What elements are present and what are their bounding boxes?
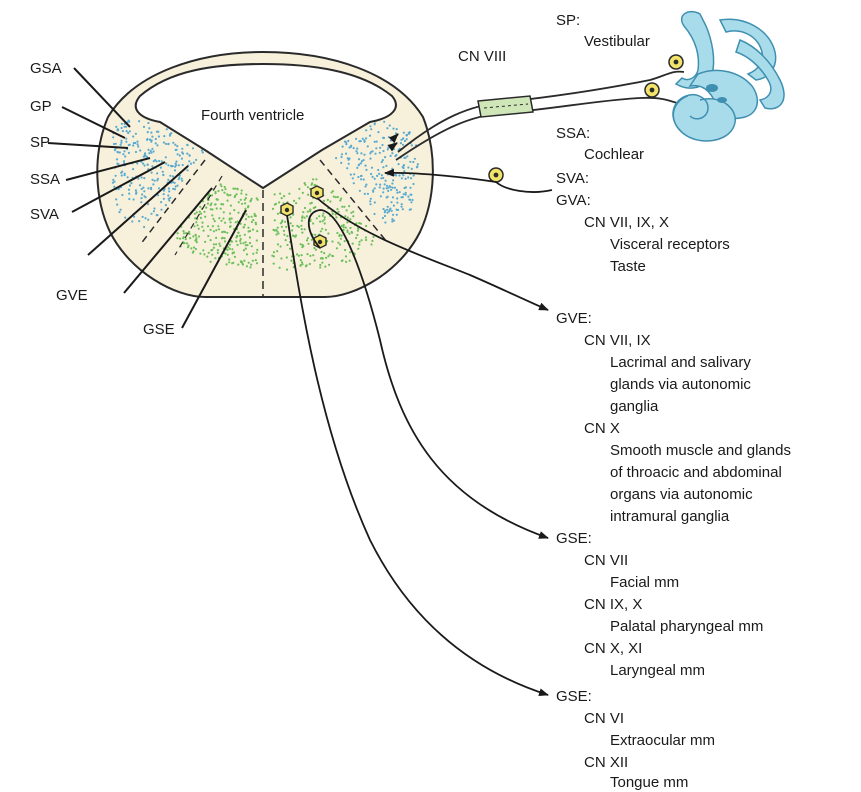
label-sva-left: SVA <box>30 206 59 224</box>
label-gse1: GSE: <box>556 530 592 548</box>
label-sp-left: SP <box>30 134 50 152</box>
label-sva: SVA: <box>556 170 589 188</box>
label-gse2-cn1: CN VI <box>584 710 624 728</box>
label-gve-t2: glands via autonomic <box>610 376 751 394</box>
label-gve-t3: ganglia <box>610 398 658 416</box>
label-gva: GVA: <box>556 192 591 210</box>
label-gve-t5: of throacic and abdominal <box>610 464 782 482</box>
label-gse1-t2: Palatal pharyngeal mm <box>610 618 763 636</box>
label-gve-t1: Lacrimal and salivary <box>610 354 751 372</box>
label-gse1-cn2: CN IX, X <box>584 596 642 614</box>
label-gse2-t1: Extraocular mm <box>610 732 715 750</box>
label-ssa: SSA: <box>556 125 590 143</box>
label-sp: SP: <box>556 12 580 30</box>
label-gva-cn: CN VII, IX, X <box>584 214 669 232</box>
label-gse2: GSE: <box>556 688 592 706</box>
ventricle-label: Fourth ventricle <box>201 107 304 125</box>
label-gse1-t3: Laryngeal mm <box>610 662 705 680</box>
label-gse2-cn2: CN XII <box>584 754 628 772</box>
label-gve-t4: Smooth muscle and glands <box>610 442 791 460</box>
inner-ear <box>673 12 784 141</box>
label-vestibular: Vestibular <box>584 33 650 51</box>
label-gse1-t1: Facial mm <box>610 574 679 592</box>
cn-viii-label: CN VIII <box>458 48 506 66</box>
cn-viii-fiber-vestibular <box>398 72 684 152</box>
label-gve: GVE: <box>556 310 592 328</box>
label-gse2-t2: Tongue mm <box>610 774 688 792</box>
label-taste: Taste <box>610 258 646 276</box>
label-gsa-left: GSA <box>30 60 62 78</box>
label-gve-cn1: CN VII, IX <box>584 332 651 350</box>
label-cochlear: Cochlear <box>584 146 644 164</box>
label-ssa-left: SSA <box>30 171 60 189</box>
label-gse-left: GSE <box>143 321 175 339</box>
label-gp-left: GP <box>30 98 52 116</box>
label-gve-cn2: CN X <box>584 420 620 438</box>
label-gve-t6: organs via autonomic <box>610 486 753 504</box>
label-gve-t7: intramural ganglia <box>610 508 729 526</box>
cn-viii-nerve <box>478 96 533 117</box>
label-gse1-cn3: CN X, XI <box>584 640 642 658</box>
label-gse1-cn1: CN VII <box>584 552 628 570</box>
label-visceral-receptors: Visceral receptors <box>610 236 730 254</box>
label-gve-left: GVE <box>56 287 88 305</box>
